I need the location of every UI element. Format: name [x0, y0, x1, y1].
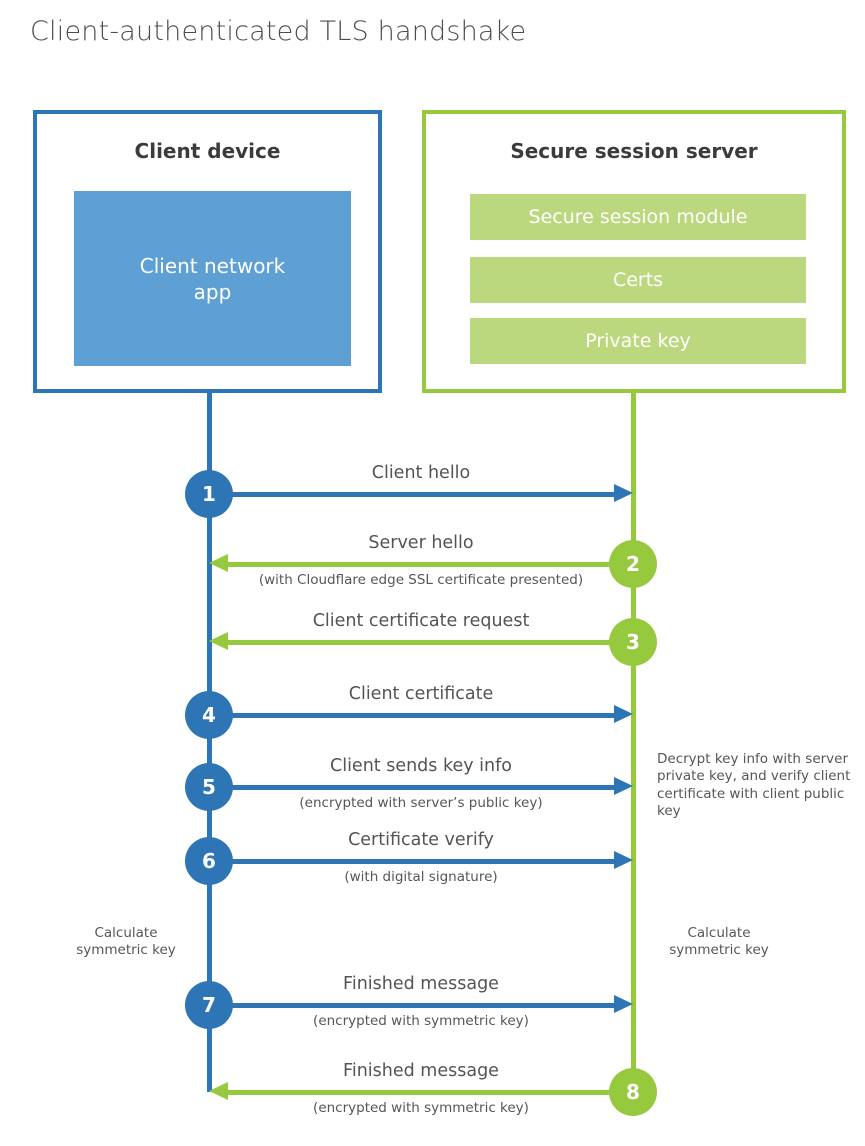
client-lifeline	[207, 392, 212, 1092]
server-module-secure-session-module: Secure session module	[470, 194, 806, 240]
arrow-right-icon	[614, 777, 633, 795]
arrow-line	[209, 1003, 616, 1008]
server-lifeline	[631, 392, 636, 1102]
message-label: Client sends key info	[329, 756, 512, 776]
client-network-app-box: Client network app	[74, 191, 351, 366]
message-sublabel: (encrypted with symmetric key)	[313, 1013, 529, 1029]
step-circle-8: 8	[609, 1068, 657, 1116]
client-device-title: Client device	[134, 139, 281, 163]
step-circle-6: 6	[185, 837, 233, 885]
arrow-right-icon	[614, 851, 633, 869]
server-module-label: Private key	[585, 330, 691, 352]
arrow-left-icon	[209, 1082, 228, 1100]
arrow-left-icon	[209, 554, 228, 572]
message-label: Finished message	[343, 1061, 499, 1081]
message-sublabel: (with Cloudflare edge SSL certificate pr…	[258, 572, 584, 588]
message-label: Certificate verify	[348, 830, 494, 850]
arrow-left-icon	[209, 632, 228, 650]
arrow-line	[209, 492, 616, 497]
message-label: Client certificate	[348, 684, 494, 704]
step-circle-7: 7	[185, 981, 233, 1029]
server-module-private-key: Private key	[470, 318, 806, 364]
arrow-line	[209, 785, 616, 790]
server-module-label: Secure session module	[528, 206, 748, 228]
step-circle-5: 5	[185, 763, 233, 811]
server-module-label: Certs	[612, 269, 664, 291]
arrow-line	[226, 1090, 633, 1095]
arrow-right-icon	[614, 484, 633, 502]
server-module-certs: Certs	[470, 257, 806, 303]
arrow-right-icon	[614, 705, 633, 723]
message-label: Server hello	[368, 533, 474, 553]
calculate-symmetric-key-note-server: Calculate symmetric key	[669, 925, 769, 959]
client-network-app-label: Client network app	[139, 253, 286, 304]
message-sublabel: (with digital signature)	[344, 869, 498, 885]
client-device-box: Client device Client network app	[33, 110, 382, 393]
secure-session-server-title: Secure session server	[510, 139, 758, 163]
decrypt-key-note: Decrypt key info with server private key…	[657, 751, 851, 819]
message-label: Client certificate request	[312, 611, 530, 631]
arrow-line	[226, 562, 633, 567]
arrow-right-icon	[614, 995, 633, 1013]
message-sublabel: (encrypted with server’s public key)	[299, 795, 543, 811]
step-circle-3: 3	[609, 618, 657, 666]
step-circle-2: 2	[609, 540, 657, 588]
arrow-line	[209, 713, 616, 718]
calculate-symmetric-key-note-client: Calculate symmetric key	[76, 925, 176, 959]
secure-session-server-box: Secure session server Secure session mod…	[422, 110, 846, 393]
step-circle-1: 1	[185, 470, 233, 518]
message-label: Finished message	[343, 974, 499, 994]
arrow-line	[209, 859, 616, 864]
message-label: Client hello	[371, 463, 471, 483]
page-title: Client-authenticated TLS handshake	[30, 16, 527, 47]
message-sublabel: (encrypted with symmetric key)	[313, 1100, 529, 1116]
step-circle-4: 4	[185, 691, 233, 739]
arrow-line	[226, 640, 633, 645]
